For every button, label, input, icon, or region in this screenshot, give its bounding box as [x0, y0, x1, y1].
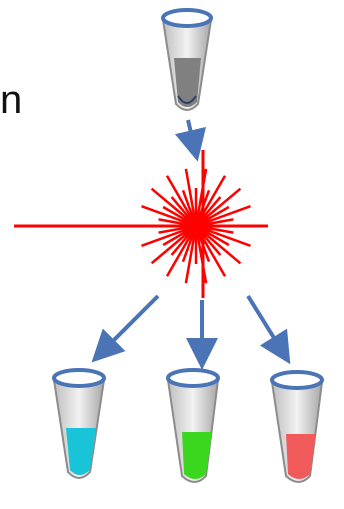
- cyan-liquid: [66, 428, 96, 475]
- collection-tube-icon: [270, 370, 324, 483]
- partial-label-text: n: [0, 78, 23, 122]
- arrow-source-to-laser: [174, 119, 207, 162]
- collection-tube-icon: [52, 368, 106, 479]
- arrow-laser-to-cyan: [91, 294, 160, 363]
- laser-core: [182, 212, 210, 240]
- red-liquid: [286, 434, 316, 479]
- source-liquid: [174, 58, 201, 107]
- green-liquid: [182, 432, 212, 479]
- laser-burst-icon: [14, 150, 268, 298]
- collection-tube-icon: [166, 368, 220, 483]
- source-tube-icon: [161, 8, 213, 111]
- arrow-laser-to-red: [246, 294, 291, 365]
